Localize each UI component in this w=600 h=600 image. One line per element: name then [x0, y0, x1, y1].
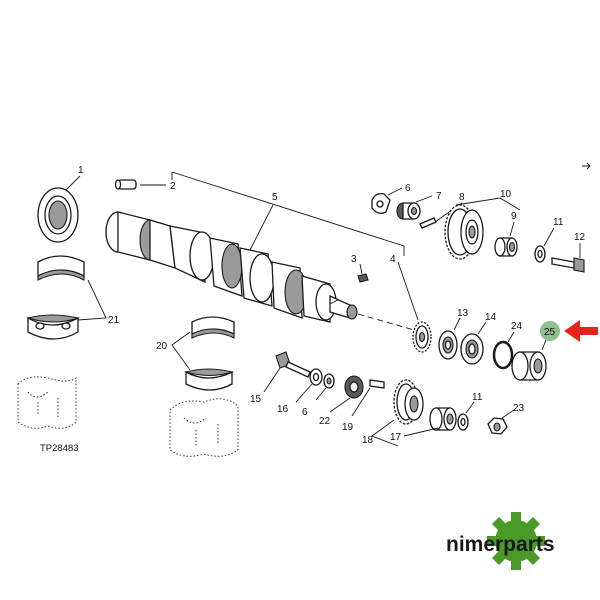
part-13-spacer	[438, 330, 458, 360]
callout-6b: 6	[302, 407, 308, 418]
brand-name: nimerparts	[446, 533, 555, 556]
callout-24: 24	[511, 321, 523, 332]
part-1-seal-ring	[37, 187, 79, 243]
callout-5: 5	[272, 192, 278, 203]
engine-block-outline-center	[169, 398, 239, 457]
part-11-washer-bottom	[457, 413, 469, 431]
callout-21: 21	[108, 315, 120, 326]
part-10-idler-gear	[444, 204, 484, 260]
callout-2: 2	[170, 181, 176, 192]
part-2-dowel-pin	[114, 179, 137, 190]
brand-logo: nimerparts	[446, 512, 555, 570]
part-22-thrust-washer	[344, 375, 364, 399]
part-17-bushing	[429, 407, 457, 431]
part-20-rod-bearings	[183, 316, 235, 391]
part-11-washer-top	[534, 245, 546, 263]
part-3-key	[357, 273, 369, 283]
callout-4: 4	[390, 254, 396, 265]
part-7-bushing	[396, 202, 421, 220]
callout-15: 15	[250, 394, 262, 405]
callout-18: 18	[362, 435, 374, 446]
callout-11a: 11	[553, 217, 564, 228]
callout-1: 1	[78, 165, 84, 176]
red-pointer-arrow	[564, 320, 598, 342]
part-16-washer	[309, 368, 323, 386]
part-18-gear	[393, 379, 424, 425]
part-25-sleeve	[511, 351, 547, 381]
part-5-crankshaft	[105, 211, 358, 323]
callout-3: 3	[351, 254, 357, 265]
callout-10: 10	[500, 189, 512, 200]
callout-6a: 6	[405, 183, 411, 194]
figure-code: TP28483	[40, 443, 79, 454]
callout-20: 20	[156, 341, 168, 352]
callout-25: 25	[544, 327, 556, 338]
callout-23: 23	[513, 403, 525, 414]
part-24-o-ring	[492, 340, 514, 370]
part-21-main-bearings	[25, 255, 85, 340]
part-15-bolt	[275, 351, 311, 378]
callout-13: 13	[457, 308, 469, 319]
part-19-dowel	[369, 379, 385, 389]
callout-9: 9	[511, 211, 517, 222]
corner-arrow-mark	[582, 162, 591, 170]
callout-14: 14	[485, 312, 497, 323]
part-6-washer	[323, 373, 335, 389]
callout-19: 19	[342, 422, 354, 433]
callout-7: 7	[436, 191, 442, 202]
callout-11b: 11	[472, 392, 483, 403]
part-23-nut	[487, 417, 508, 435]
callout-16: 16	[277, 404, 289, 415]
part-4-crank-gear	[412, 321, 432, 353]
callout-12: 12	[574, 232, 586, 243]
callout-17: 17	[390, 432, 402, 443]
highlight-marker-25	[540, 321, 560, 341]
part-14-bearing	[460, 333, 484, 365]
part-8-pin	[419, 217, 437, 229]
engine-block-outline-left	[17, 376, 77, 429]
part-12-bolt	[551, 257, 585, 273]
part-6-retaining-plate	[371, 192, 391, 214]
part-9-hub	[494, 237, 518, 257]
callout-8: 8	[459, 192, 465, 203]
callout-22: 22	[319, 416, 331, 427]
